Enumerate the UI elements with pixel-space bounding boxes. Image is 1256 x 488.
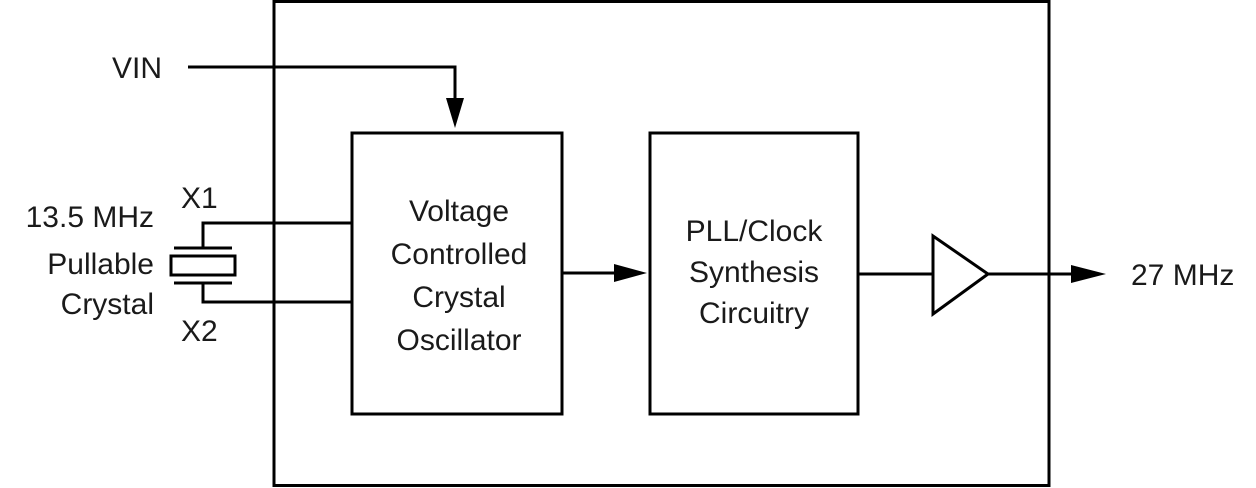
vin-line [188,65,457,100]
vcxo-to-pll-arrowhead [614,264,647,282]
pll-label-line1: PLL/Clock [686,215,824,248]
vcxo-label-line4: Oscillator [396,324,521,357]
vin-label: VIN [112,52,162,85]
x2-label: X2 [181,315,218,348]
x1-label: X1 [181,182,218,215]
pll-block [648,131,860,416]
vin-arrowhead [446,98,464,128]
x1-lead [201,221,352,248]
output-label: 27 MHz [1131,259,1234,292]
x2-lead [201,283,352,304]
crystal-label-line2: Pullable [47,248,154,281]
crystal-body [169,254,237,277]
pll-label-line2: Synthesis [689,256,819,289]
pll-label-line3: Circuitry [699,297,809,330]
crystal-label-line1: 13.5 MHz [26,201,154,234]
vcxo-label-line1: Voltage [409,195,509,228]
vcxo-label-line3: Crystal [412,281,505,314]
output-buffer [931,233,991,317]
crystal-label-line3: Crystal [61,288,154,321]
output-arrowhead [1071,265,1106,283]
vcxo-block [350,131,564,416]
vcxo-label-line2: Controlled [391,238,528,271]
